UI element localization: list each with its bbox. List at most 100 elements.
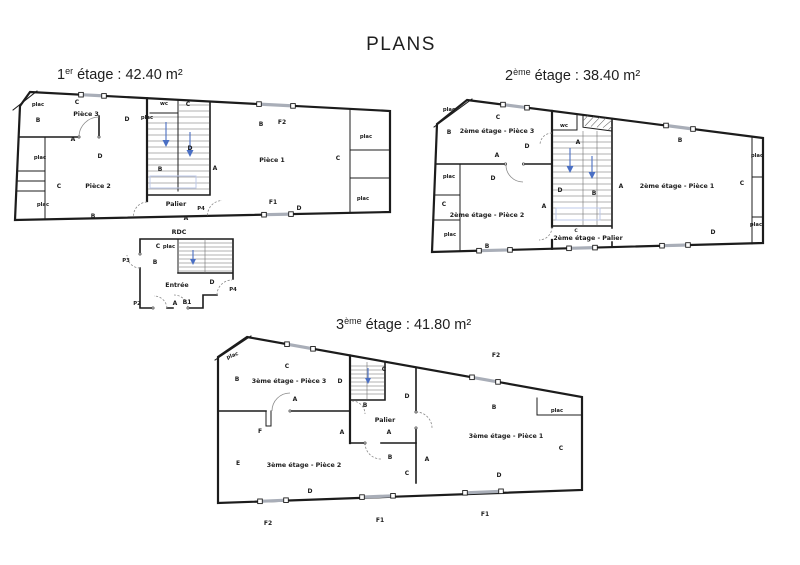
door-arc-icon: [126, 254, 141, 269]
window-label-f1: F1: [376, 517, 384, 524]
stair-hatch-box: [582, 114, 613, 132]
room-label-palier: Palier: [375, 417, 396, 424]
closet-label: plac: [551, 408, 563, 414]
wall-letter: A: [387, 429, 392, 436]
window-icon: [78, 91, 107, 99]
door-hinge-icon: [414, 410, 418, 414]
stair-arrow-head: [162, 140, 170, 147]
wall-letter: C: [186, 101, 191, 108]
stair-hatch: [582, 115, 613, 131]
door-arc-icon: [207, 200, 223, 216]
room-label-piece1: 2ème étage - Pièce 1: [640, 182, 715, 190]
floor3-corner-diagonal: [214, 335, 252, 361]
wall-letter: B: [91, 213, 96, 220]
wall-letter: C: [574, 228, 578, 234]
stair-arrow-head: [566, 166, 574, 173]
floor2-corner-diagonal: [433, 98, 473, 128]
closet-label: plac: [32, 102, 44, 108]
stair-arrow-head: [186, 150, 194, 157]
floor1-wall-piece3: [18, 115, 100, 138]
closet-label: plac: [34, 155, 46, 161]
wall-letter: D: [297, 205, 302, 212]
room-label-wc: wc: [560, 123, 568, 129]
wall-letter: B: [259, 121, 264, 128]
door-label-p3: P3: [122, 258, 130, 264]
plan-2eme-etage: 2ème étage : 38.40 m² plac: [430, 67, 765, 254]
wall-letter: B: [158, 166, 163, 173]
stair-arrow-head: [190, 259, 196, 265]
wall-letter: A: [495, 152, 500, 159]
floor1-title: 1er étage : 42.40 m²: [57, 66, 183, 83]
window-icon: [257, 497, 289, 505]
window-icon: [566, 244, 598, 252]
plan-rdc: RDC C plac P3 B Entrée D P4 P2 A B1: [122, 229, 237, 310]
stair-treads: [179, 239, 232, 273]
wall-letter: D: [558, 187, 563, 194]
wall-letter: B: [678, 137, 683, 144]
page-title: PLANS: [366, 34, 436, 55]
window-label-f1: F1: [481, 511, 489, 518]
room-label-palier: Palier: [166, 201, 187, 208]
wall-letter: C: [285, 363, 290, 370]
wall-letter: B: [592, 190, 597, 197]
door-arc-icon: [539, 132, 553, 146]
wall-letter: D: [525, 143, 530, 150]
door-hinge-icon: [138, 252, 142, 256]
door-arc-icon: [133, 201, 148, 216]
wall-letter: A: [184, 215, 189, 222]
wall-letter: D: [210, 279, 215, 286]
room-label-piece3: 3ème étage - Pièce 3: [252, 377, 327, 385]
closet-label: plac: [443, 107, 455, 113]
wall-letter: D: [98, 153, 103, 160]
window-icon: [359, 493, 396, 500]
door-arc-icon: [271, 392, 291, 412]
wall-letter: B: [447, 129, 452, 136]
wall-letter: A: [576, 139, 581, 146]
wall-letter: C: [336, 155, 341, 162]
door-arc-icon: [173, 294, 189, 309]
wall-letter: B: [36, 117, 41, 124]
wall-letter: D: [405, 393, 410, 400]
window-icon: [476, 247, 513, 254]
wall-letter: D: [338, 378, 343, 385]
stair-guide: [149, 175, 197, 189]
door-hinge-icon: [363, 441, 367, 445]
window-icon: [663, 122, 696, 132]
window-icon: [659, 242, 691, 249]
floor1-closet-right: [349, 108, 391, 214]
wall-letter: A: [173, 300, 178, 307]
window-label-f2: F2: [278, 119, 286, 126]
wall-letter: B: [363, 402, 368, 409]
stair-arrow-head: [365, 378, 371, 384]
room-label-piece1: 3ème étage - Pièce 1: [469, 432, 544, 440]
wall-letter: D: [497, 472, 502, 479]
door-arc-icon: [78, 116, 100, 138]
room-label-piece2: 3ème étage - Pièce 2: [267, 461, 342, 469]
closet-label: plac: [37, 202, 49, 208]
door-arc-icon: [216, 279, 233, 296]
wall-letter: C: [442, 201, 447, 208]
door-arc-icon: [364, 442, 382, 460]
plan-3eme-etage: 3ème étage : 41.80 m² plac plac 3ème é: [214, 316, 584, 527]
floor3-outline: [216, 335, 584, 505]
floor3-wall-notch: [265, 410, 272, 427]
wall-letter: C: [156, 243, 161, 250]
door-hinge-icon: [77, 135, 81, 139]
door-arc-icon: [153, 295, 168, 309]
wall-letter: C: [405, 470, 410, 477]
floor2-stairs: [550, 109, 613, 250]
wall-letter: B: [153, 259, 158, 266]
closet-label: plac: [750, 222, 762, 228]
wall-letter: C: [382, 366, 387, 373]
plan-1er-etage: 1er étage : 42.40 m² plac pla: [12, 66, 392, 222]
wall-letter: A: [293, 396, 298, 403]
door-arc-icon: [505, 164, 524, 183]
window-icon: [469, 374, 501, 385]
closet-label: plac: [357, 196, 369, 202]
closet-label: plac: [751, 153, 763, 159]
floor3-stairs: [348, 354, 386, 445]
wall-letter: C: [740, 180, 745, 187]
wall-letter: A: [71, 136, 76, 143]
